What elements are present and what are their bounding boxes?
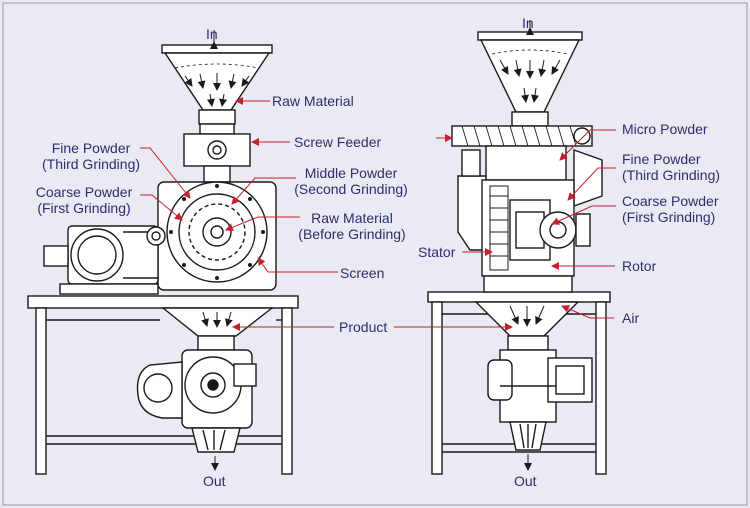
first-grinding-text: (First Grinding) (622, 209, 716, 225)
left-leader-lines (140, 97, 338, 331)
raw-material-text: Raw Material (311, 210, 393, 226)
product-label: Product (339, 319, 388, 335)
left-raw-material-before-label: Raw Material (Before Grinding) (292, 210, 412, 242)
right-discharge-valve (487, 335, 593, 451)
middle-powder-text: Middle Powder (304, 165, 398, 181)
right-table (427, 291, 611, 475)
right-stator-label: Stator (418, 244, 456, 260)
right-stator (489, 185, 509, 271)
right-machine (427, 31, 611, 475)
left-middle-powder-label: Middle Powder (Second Grinding) (286, 165, 416, 197)
right-fine-powder-label: Fine Powder (Third Grinding) (622, 151, 720, 183)
right-out-label: Out (514, 473, 537, 489)
right-leader-lines (394, 129, 616, 331)
third-grinding-text: (Third Grinding) (622, 167, 721, 183)
left-screen-label: Screen (340, 265, 385, 281)
coarse-powder-text: Coarse Powder (35, 184, 133, 200)
right-hopper (477, 31, 583, 127)
third-grinding-text: (Third Grinding) (41, 156, 141, 172)
left-coarse-powder-label: Coarse Powder (First Grinding) (22, 184, 146, 216)
right-flow-arrows (499, 20, 561, 471)
left-fine-powder-label: Fine Powder (Third Grinding) (36, 140, 146, 172)
right-inlet-chute (457, 175, 487, 251)
right-in-label: In (522, 15, 534, 31)
left-table (27, 295, 299, 475)
right-rotor (509, 199, 591, 261)
fine-powder-text: Fine Powder (622, 151, 701, 167)
left-feeder-neck (199, 123, 235, 135)
left-out-label: Out (203, 473, 226, 489)
left-in-label: In (206, 26, 218, 42)
right-classifier-top (485, 145, 567, 181)
left-machine (27, 44, 299, 475)
left-raw-material-label: Raw Material (272, 93, 354, 109)
left-chamber-bolts (169, 184, 265, 280)
first-grinding-text: (First Grinding) (37, 200, 131, 216)
left-feeder-wheel (207, 140, 227, 160)
left-flow-arrows (184, 30, 250, 471)
right-chamber-base (483, 275, 573, 293)
right-micro-powder-label: Micro Powder (622, 121, 708, 137)
coarse-powder-text: Coarse Powder (622, 193, 719, 209)
before-grinding-text: (Before Grinding) (298, 226, 406, 242)
left-discharge-valve (136, 349, 257, 453)
fine-powder-text: Fine Powder (51, 140, 131, 156)
right-air-label: Air (622, 310, 640, 326)
right-rotor-label: Rotor (622, 258, 657, 274)
left-motor (43, 225, 166, 295)
left-feeder-throat (203, 165, 231, 183)
right-coarse-powder-label: Coarse Powder (First Grinding) (622, 193, 719, 225)
left-screw-feeder-label: Screw Feeder (294, 134, 382, 150)
second-grinding-text: (Second Grinding) (294, 181, 408, 197)
right-screw-feeder (451, 125, 593, 147)
